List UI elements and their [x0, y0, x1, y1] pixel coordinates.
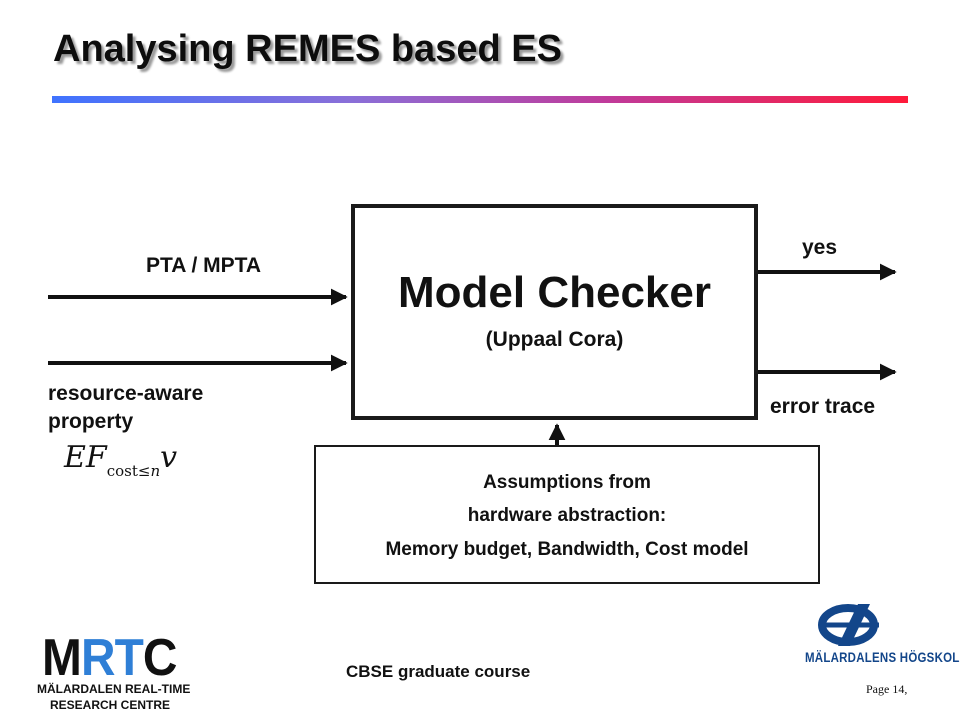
page-number: Page 14, [866, 682, 908, 696]
pta-label: PTA / MPTA [146, 254, 262, 277]
model-checker-subtitle: (Uppaal Cora) [485, 328, 624, 351]
model-checker-box [351, 204, 758, 420]
assumptions-line2: hardware abstraction: [467, 505, 667, 526]
mrtc-logo-m: M [42, 629, 82, 687]
assumptions-line3: Memory budget, Bandwidth, Cost model [385, 539, 749, 560]
mrtc-logo-c: C [142, 629, 178, 687]
property-label-line1: resource-aware [48, 382, 204, 405]
mrtc-logo: MRTC [42, 632, 177, 684]
mdh-name: MÄLARDALENS HÖGSKOLA [805, 649, 960, 665]
formula-main: EF [64, 440, 107, 475]
slide-title: Analysing REMES based ES [53, 28, 562, 70]
assumptions-box [314, 445, 820, 584]
assumptions-line1: Assumptions from [483, 472, 651, 493]
title-gradient-rule [52, 96, 908, 103]
property-label-line2: property [48, 410, 134, 433]
error-trace-label: error trace [770, 395, 876, 418]
mrtc-logo-rt: RT [80, 629, 144, 687]
formula-v: v [160, 440, 178, 475]
formula-sub-le: ≤ [137, 462, 151, 480]
formula-sub-cost: cost [106, 462, 138, 480]
mrtc-name-line1: MÄLARDALEN REAL-TIME [37, 682, 191, 696]
yes-label: yes [802, 236, 838, 259]
property-formula: EFcost≤nv [64, 440, 178, 480]
mrtc-name-line2: RESEARCH CENTRE [50, 698, 171, 712]
model-checker-title: Model Checker [398, 268, 711, 317]
formula-sub-n: n [150, 462, 161, 480]
course-label: CBSE graduate course [346, 662, 531, 681]
